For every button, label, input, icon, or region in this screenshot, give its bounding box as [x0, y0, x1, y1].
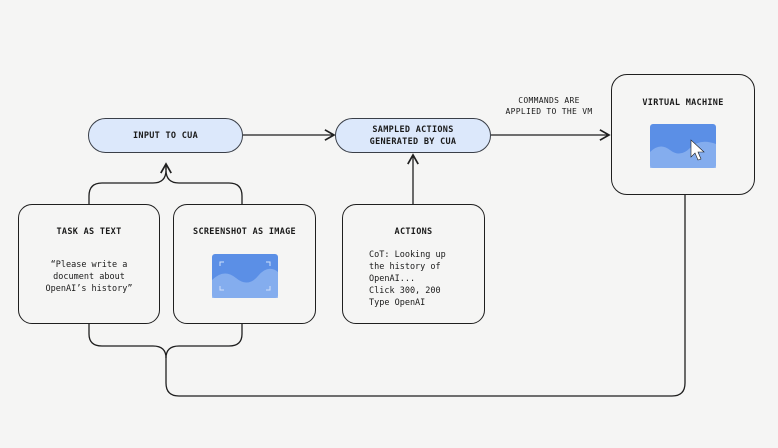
input-to-cua-label: INPUT TO CUA — [132, 130, 198, 141]
cursor-icon — [690, 139, 705, 161]
sampled-actions-line1: SAMPLED ACTIONS — [372, 124, 454, 135]
actions-card: ACTIONS CoT: Looking up the history of O… — [342, 204, 485, 324]
sampled-actions-node: SAMPLED ACTIONS GENERATED BY CUA — [335, 118, 491, 153]
screenshot-as-image-title: SCREENSHOT AS IMAGE — [193, 227, 296, 237]
screenshot-as-image-card: SCREENSHOT AS IMAGE — [173, 204, 316, 324]
screenshot-frame-corners — [219, 261, 271, 291]
actions-title: ACTIONS — [394, 227, 433, 237]
task-as-text-card: TASK AS TEXT “Please write a document ab… — [18, 204, 160, 324]
bottom-brace-right — [165, 324, 243, 359]
task-as-text-title: TASK AS TEXT — [56, 227, 122, 237]
virtual-machine-title: VIRTUAL MACHINE — [642, 98, 724, 108]
screenshot-image — [212, 254, 278, 298]
virtual-machine-card: VIRTUAL MACHINE — [611, 74, 755, 195]
vm-screen-image — [650, 124, 716, 168]
actions-body: CoT: Looking up the history of OpenAI...… — [369, 250, 446, 308]
input-brace — [88, 165, 243, 204]
commands-label-line1: COMMANDS ARE — [518, 96, 580, 105]
sampled-actions-line2: GENERATED BY CUA — [369, 136, 457, 147]
screenshot-wave — [212, 268, 278, 298]
commands-label-line2: APPLIED TO THE VM — [505, 107, 593, 116]
commands-label: COMMANDS ARE APPLIED TO THE VM — [494, 95, 604, 117]
task-as-text-body: “Please write a document about OpenAI’s … — [45, 260, 133, 294]
input-to-cua-node: INPUT TO CUA — [88, 118, 243, 153]
